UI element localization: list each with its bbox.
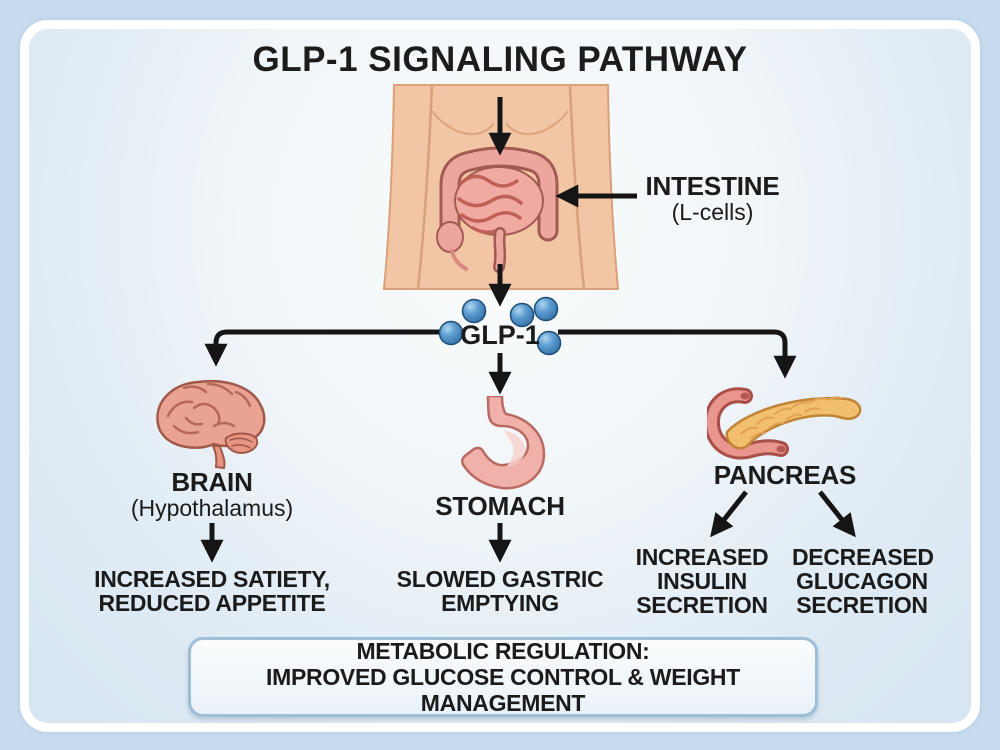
large-intestine bbox=[442, 149, 556, 243]
insulin-effect: INCREASED INSULIN SECRETION bbox=[632, 545, 772, 617]
outcome-line2: IMPROVED GLUCOSE CONTROL & WEIGHT MANAGE… bbox=[266, 664, 740, 716]
stomach-icon bbox=[461, 396, 546, 490]
duodenum bbox=[707, 390, 786, 457]
insulin-effect-line2: INSULIN bbox=[657, 568, 747, 594]
brain-icon bbox=[156, 379, 266, 470]
stomach-effect-line1: SLOWED GASTRIC bbox=[396, 566, 604, 592]
glp1-label: GLP-1 bbox=[460, 320, 540, 350]
diagram-title: GLP-1 SIGNALING PATHWAY bbox=[252, 40, 748, 79]
glucagon-effect: DECREASED GLUCAGON SECRETION bbox=[792, 544, 934, 618]
brain-effect: INCREASED SATIETY, REDUCED APPETITE bbox=[92, 567, 332, 615]
pancreas-label: PANCREAS bbox=[713, 460, 857, 490]
brain-effect-line1: INCREASED SATIETY, bbox=[94, 566, 330, 592]
stomach-label: STOMACH bbox=[435, 491, 565, 521]
intestine-name: INTESTINE bbox=[645, 171, 780, 201]
glucagon-effect-line1: DECREASED bbox=[792, 544, 934, 570]
stomach-effect: SLOWED GASTRIC EMPTYING bbox=[390, 567, 610, 615]
insulin-effect-line3: SECRETION bbox=[636, 592, 768, 618]
brain-effect-line2: REDUCED APPETITE bbox=[98, 590, 326, 616]
torso-intestine-icon bbox=[382, 84, 620, 290]
intestine-label: INTESTINE (L-cells) bbox=[630, 173, 795, 225]
glucagon-effect-line2: GLUCAGON bbox=[796, 568, 928, 594]
outcome-box: METABOLIC REGULATION: IMPROVED GLUCOSE C… bbox=[188, 637, 818, 717]
outcome-line1: METABOLIC REGULATION: bbox=[356, 638, 650, 664]
stomach-effect-line2: EMPTYING bbox=[441, 590, 559, 616]
glucagon-effect-line3: SECRETION bbox=[796, 592, 928, 618]
brain-detail: (Hypothalamus) bbox=[130, 495, 294, 521]
brain-name: BRAIN bbox=[171, 467, 253, 497]
pancreas-icon bbox=[707, 387, 862, 460]
brain-label: BRAIN (Hypothalamus) bbox=[122, 469, 302, 521]
insulin-effect-line1: INCREASED bbox=[635, 544, 769, 570]
intestine-detail: (L-cells) bbox=[671, 199, 754, 225]
pancreas-body bbox=[725, 396, 862, 450]
